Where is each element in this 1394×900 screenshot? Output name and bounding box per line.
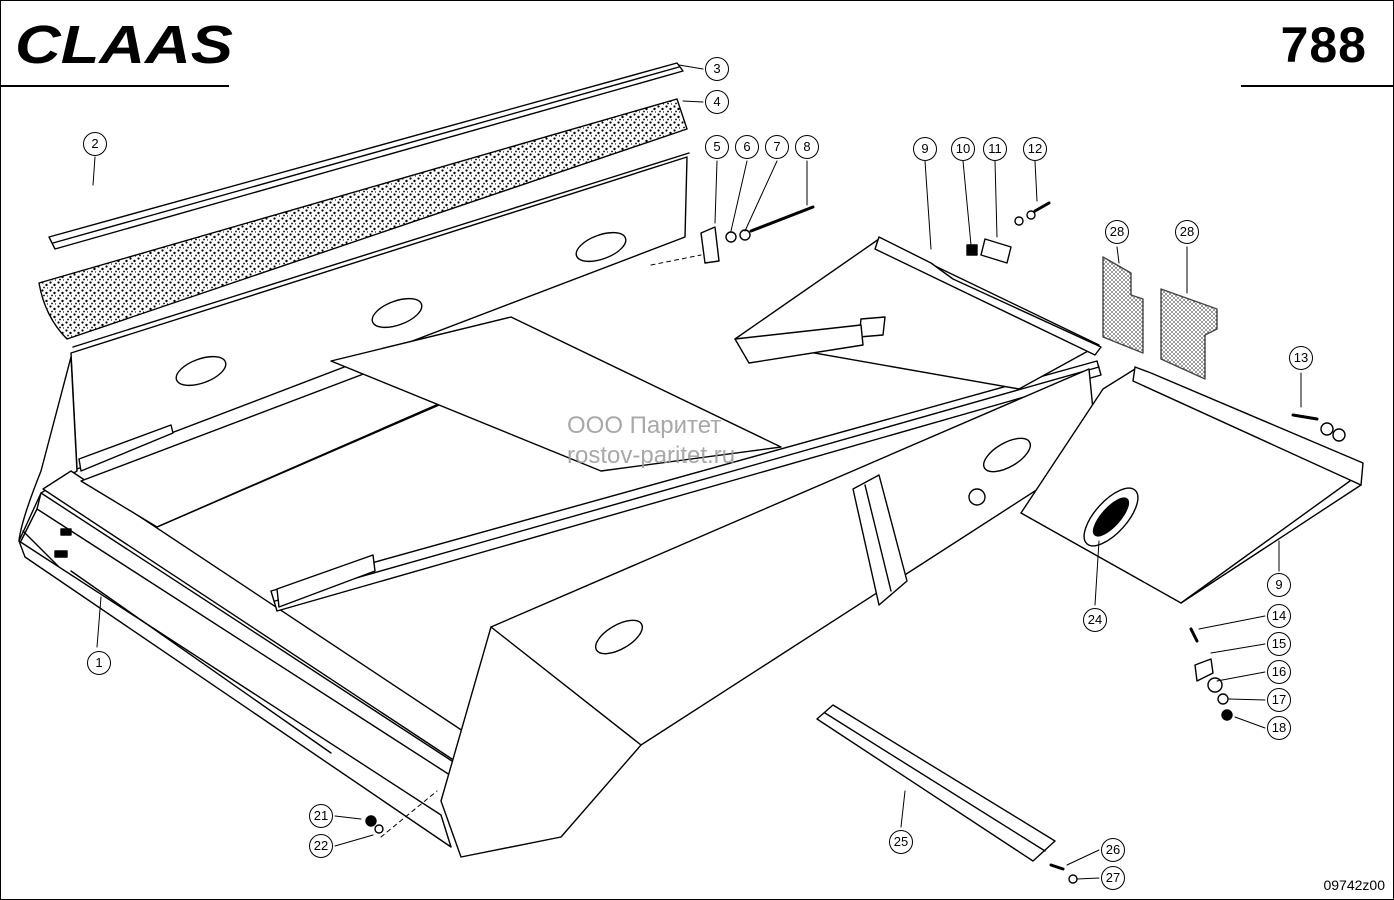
center-rail — [270, 360, 1102, 612]
callout-14: 14 — [1267, 604, 1291, 628]
callout-21: 21 — [309, 804, 333, 828]
callout-8: 8 — [795, 135, 819, 159]
callout-18: 18 — [1267, 716, 1291, 740]
floor-left — [80, 316, 782, 528]
part-28-mats — [1102, 256, 1218, 380]
part-9-lower-tray — [1020, 366, 1364, 604]
callout-24: 24 — [1083, 608, 1107, 632]
callout-10: 10 — [951, 137, 975, 161]
header-rule-left — [1, 85, 229, 87]
callout-16: 16 — [1267, 660, 1291, 684]
watermark-site: rostov-paritet.ru — [567, 442, 736, 469]
callout-15: 15 — [1267, 632, 1291, 656]
watermark-company: ООО Паритет — [567, 412, 722, 439]
callout-4: 4 — [705, 90, 729, 114]
part-24-grommet — [1083, 487, 1139, 547]
part-3-strip — [48, 62, 684, 250]
callout-5: 5 — [705, 135, 729, 159]
callout-25: 25 — [889, 830, 913, 854]
callout-9-upper: 9 — [913, 137, 937, 161]
callout-28-right: 28 — [1175, 220, 1199, 244]
drawing-code: 09742z00 — [1323, 877, 1385, 893]
svg-text:CLAAS: CLAAS — [15, 19, 233, 71]
part-25-strut — [816, 704, 1056, 862]
callout-28-left: 28 — [1105, 220, 1129, 244]
leader-lines — [92, 64, 1302, 880]
callout-1: 1 — [87, 651, 111, 675]
callout-17: 17 — [1267, 688, 1291, 712]
part-5-8-hardware — [700, 205, 815, 264]
callout-22: 22 — [309, 834, 333, 858]
callout-11: 11 — [983, 137, 1007, 161]
callout-3: 3 — [705, 57, 729, 81]
watermark: ООО Паритет rostov-paritet.ru — [567, 411, 807, 471]
header-rule-right — [1241, 85, 1393, 87]
assembly-lines — [380, 254, 1182, 838]
callout-6: 6 — [735, 135, 759, 159]
part-10-12-hardware — [966, 201, 1051, 264]
callout-12: 12 — [1023, 137, 1047, 161]
callout-7: 7 — [765, 135, 789, 159]
part-1-frame — [18, 470, 482, 848]
part-4-seal — [38, 98, 688, 340]
claas-logo: CLAAS — [13, 19, 235, 71]
callout-9-lower: 9 — [1267, 573, 1291, 597]
callout-27: 27 — [1101, 866, 1125, 890]
part-9-upper-panel — [734, 236, 1102, 390]
part-14-18-hardware — [1189, 627, 1233, 721]
part-13-hardware — [1291, 413, 1346, 442]
hopper-plate-front — [440, 368, 1098, 858]
callout-26: 26 — [1101, 838, 1125, 862]
callout-2: 2 — [83, 132, 107, 156]
page-number: 788 — [1280, 17, 1367, 73]
callout-13: 13 — [1289, 346, 1313, 370]
part-21-22-26-27-hardware — [365, 815, 1078, 884]
